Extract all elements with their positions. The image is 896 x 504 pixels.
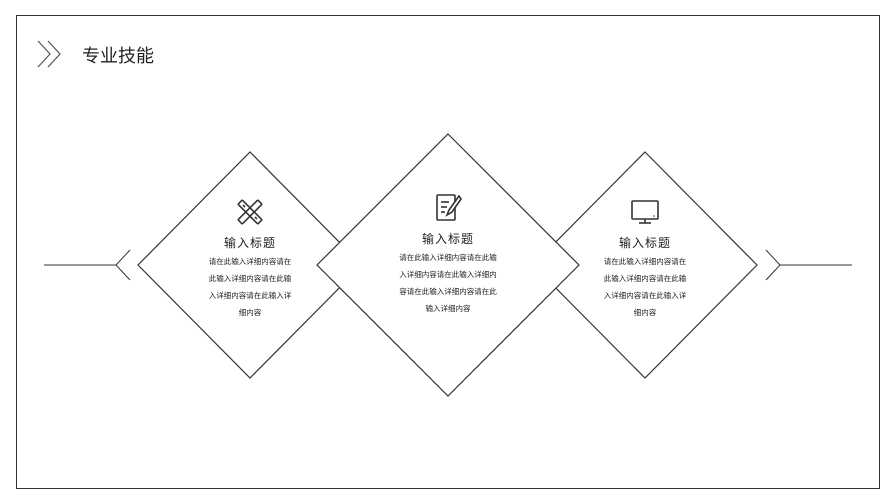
left-arrow-chevron xyxy=(115,249,131,281)
card-body-line: 入详细内容请在此输入详细内 xyxy=(399,270,497,279)
double-chevron-right-icon xyxy=(37,40,61,68)
card-body-line: 此输入详细内容请在此输 xyxy=(208,274,292,283)
card-body-line: 细内容 xyxy=(238,308,262,317)
diamond-center xyxy=(316,133,580,397)
card-title: 输入标题 xyxy=(421,232,474,246)
pencil-ruler-icon xyxy=(237,199,263,225)
diamond-left xyxy=(137,151,363,379)
card-body-line: 请在此输入详细内容请在 xyxy=(208,257,292,266)
card-body-line: 容请在此输入详细内容请在此 xyxy=(399,287,497,296)
card-title: 输入标题 xyxy=(618,236,671,250)
page-title: 专业技能 xyxy=(82,46,154,67)
skill-card-1: 输入标题 请在此输入详细内容请在 此输入详细内容请在此输 入详细内容请在此输入详… xyxy=(180,196,320,321)
card-body-line: 请在此输入详细内容请在此输 xyxy=(399,253,497,262)
card-body-line: 入详细内容请在此输入详 xyxy=(603,291,687,300)
card-body: 请在此输入详细内容请在 此输入详细内容请在此输 入详细内容请在此输入详 细内容 xyxy=(575,253,715,321)
document-edit-icon xyxy=(436,194,462,221)
diamond-right xyxy=(532,151,758,379)
skill-card-3: 输入标题 请在此输入详细内容请在 此输入详细内容请在此输 入详细内容请在此输入详… xyxy=(575,196,715,321)
skill-card-2: 输入标题 请在此输入详细内容请在此输 入详细内容请在此输入详细内 容请在此输入详… xyxy=(373,192,523,317)
card-title: 输入标题 xyxy=(223,236,276,250)
right-arrow-chevron xyxy=(765,249,781,281)
monitor-icon xyxy=(631,200,659,224)
card-body: 请在此输入详细内容请在 此输入详细内容请在此输 入详细内容请在此输入详 细内容 xyxy=(180,253,320,321)
card-body-line: 输入详细内容 xyxy=(425,304,471,313)
card-body-line: 细内容 xyxy=(633,308,657,317)
slide-frame xyxy=(16,15,880,489)
card-body-line: 入详细内容请在此输入详 xyxy=(208,291,292,300)
card-body-line: 此输入详细内容请在此输 xyxy=(603,274,687,283)
card-body-line: 请在此输入详细内容请在 xyxy=(603,257,687,266)
card-body: 请在此输入详细内容请在此输 入详细内容请在此输入详细内 容请在此输入详细内容请在… xyxy=(373,249,523,317)
